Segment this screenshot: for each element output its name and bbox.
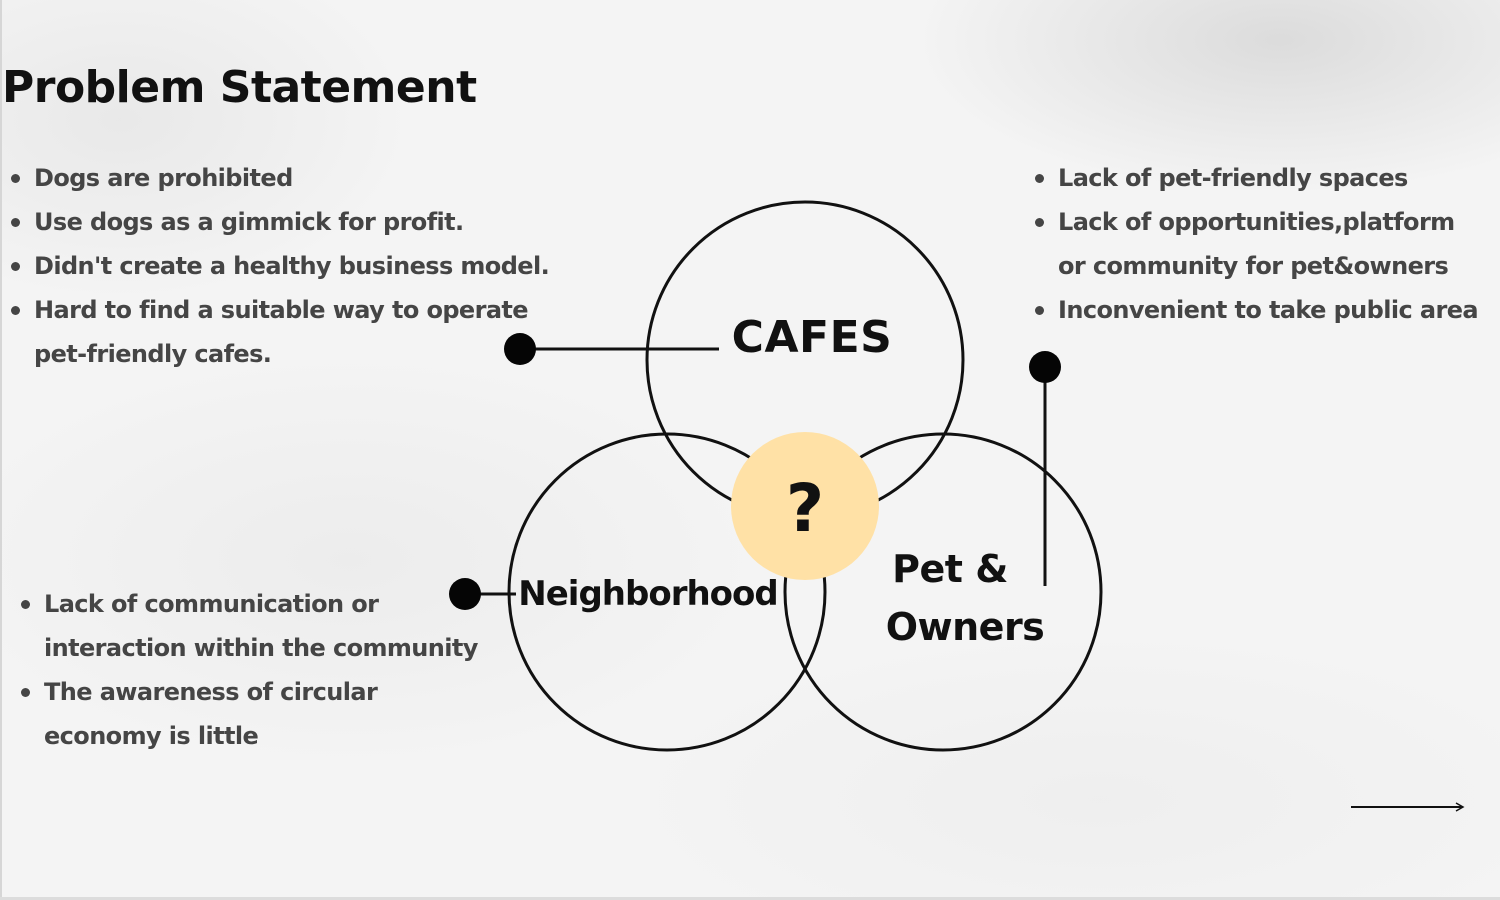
next-arrow-icon [1455,802,1465,812]
list-item: Didn't create a healthy business model. [2,244,550,288]
list-item-continuation: or community for pet&owners [1058,252,1449,280]
page-title: Problem Statement [2,62,477,113]
list-item-continuation: economy is little [44,722,259,750]
neighborhood-label: Neighborhood [518,574,778,614]
list-item: Inconvenient to take public area [1026,288,1500,332]
list-item: Hard to find a suitable way to operate [2,288,549,332]
list-item: Lack of pet-friendly spaces [1026,156,1500,200]
pet-owners-circle [783,432,1103,752]
list-item-continuation: pet-friendly cafes. [34,340,272,368]
question-mark-icon: ? [785,470,825,547]
pet-owners-label-line1: Pet & [892,547,1008,591]
pet-owner-problem-list: Lack of pet-friendly spaces Lack of oppo… [1026,156,1500,332]
list-item: Lack of opportunities,platform [1026,200,1500,244]
pet-owners-label-line2: Owners [885,605,1045,649]
slide-bottom-edge [0,897,1500,900]
neighborhood-problem-list: Lack of communication or interaction wit… [12,582,478,758]
list-item: Use dogs as a gimmick for profit. [2,200,549,244]
cafes-connector-dot [504,333,536,365]
list-item: Lack of communication or [12,582,478,626]
list-item-continuation: interaction within the community [44,634,478,662]
pet-owners-connector-dot [1029,351,1061,383]
pet-owners-label: Pet & Owners [860,540,1070,656]
neighborhood-connector-dot [449,578,481,610]
list-item: Dogs are prohibited [2,156,549,200]
center-intersection-circle [731,432,879,580]
cafes-problem-list: Dogs are prohibited Use dogs as a gimmic… [2,156,550,376]
cafes-label: CAFES [731,312,893,363]
neighborhood-circle [507,432,827,752]
list-item: The awareness of circular [12,670,478,714]
slide-left-edge [0,0,2,900]
